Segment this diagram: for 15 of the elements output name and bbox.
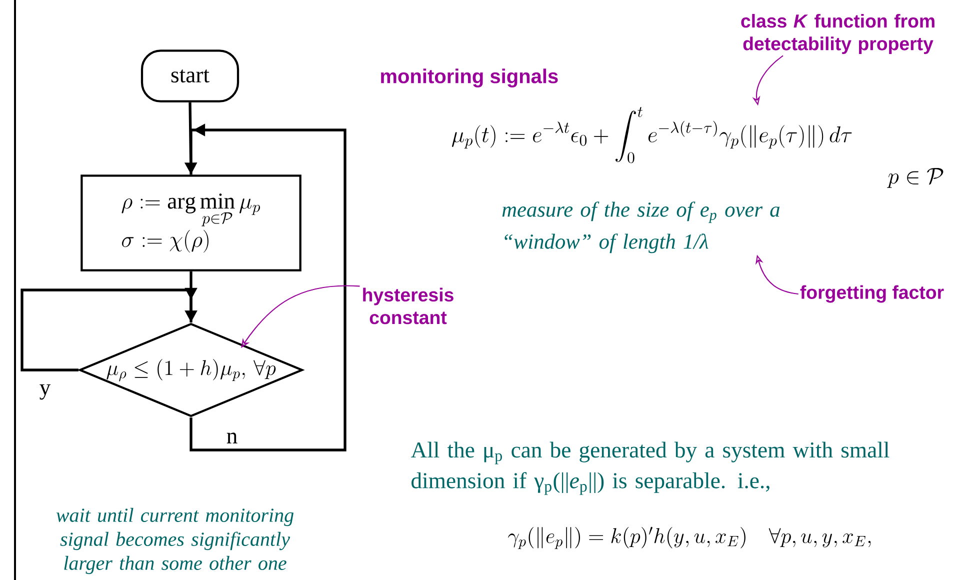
arrow	[20, 288, 198, 372]
process-box: $\rho := \arg\min_{p\in\mathcal{P}} \mu_p$ $\sigma := \chi(\rho)$	[80, 174, 302, 272]
annotation-text: forgetting factor	[800, 285, 944, 303]
start-terminal: start	[140, 50, 240, 102]
edge-label: y	[38, 383, 52, 401]
formula: $p \in \mathcal{P}$	[887, 168, 944, 188]
formula: $\gamma_p(\|e_p\|) = k(p)'h(y,u,x_E) \quad \forall p,u,y,x_E,$	[508, 526, 871, 550]
formula: $\mu_p(t) := e^{-\lambda t}\epsilon_0 + \int_0^t e^{-\lambda(t-\tau)}\gamma_p(\|e_p(\tau)\|)\,d\tau$	[452, 107, 852, 164]
edge-label: n	[225, 431, 239, 445]
paragraph: All the μ$_{p}$ can be generated by a system with small dimension if γ$_{p}$(||e$_{p}$||) is separable. i.e.,	[410, 442, 890, 495]
heading: monitoring signals	[381, 68, 558, 88]
caption-text: measure of the size of e$_{p}$ over a “window” of length 1/λ	[502, 202, 780, 254]
annotation-text: class K function from detectability property	[741, 14, 934, 54]
annotation-text: hysteresis constant	[363, 288, 454, 324]
caption-text: wait until current monitoring signal becomes significantly larger than some other one	[56, 508, 294, 574]
